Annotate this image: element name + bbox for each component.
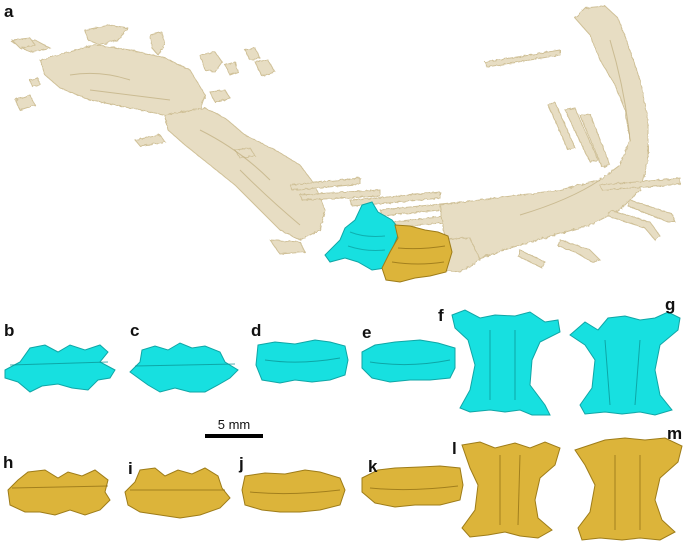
panel-label-h: h [3, 453, 14, 472]
panel-label-i: i [128, 459, 133, 478]
panel-label-m: m [667, 424, 683, 443]
panel-label-k: k [368, 457, 378, 476]
panel-e-lateral-view [361, 339, 456, 383]
panel-i-posterior-view [124, 467, 231, 519]
panel-b-anterior-view [4, 344, 116, 393]
scale-bar-line [205, 434, 263, 438]
panel-label-l: l [452, 439, 457, 458]
panel-c-posterior-view [129, 342, 239, 393]
scale-bar-label: 5 mm [217, 417, 251, 432]
panel-label-d: d [251, 321, 262, 340]
panel-h-anterior-view [7, 469, 111, 516]
panel-label-f: f [438, 306, 444, 325]
panel-label-j: j [239, 454, 244, 473]
panel-label-e: e [362, 323, 372, 342]
panel-m-ventral-view [574, 437, 683, 541]
panel-k-lateral-view [361, 465, 464, 508]
panel-label-b: b [4, 321, 15, 340]
panel-f-dorsal-view [451, 309, 561, 416]
panel-label-a: a [4, 2, 14, 21]
panel-label-g: g [665, 295, 676, 314]
panel-g-ventral-view [569, 311, 681, 416]
panel-j-lateral-view [241, 469, 346, 513]
highlight-gold-vertebra [381, 224, 453, 283]
panel-label-c: c [130, 321, 140, 340]
panel-l-dorsal-view [461, 441, 561, 539]
scale-bar: 5 mm [205, 418, 263, 438]
highlight-cyan-vertebra [324, 201, 401, 271]
panel-a-skeleton-render [10, 5, 681, 283]
